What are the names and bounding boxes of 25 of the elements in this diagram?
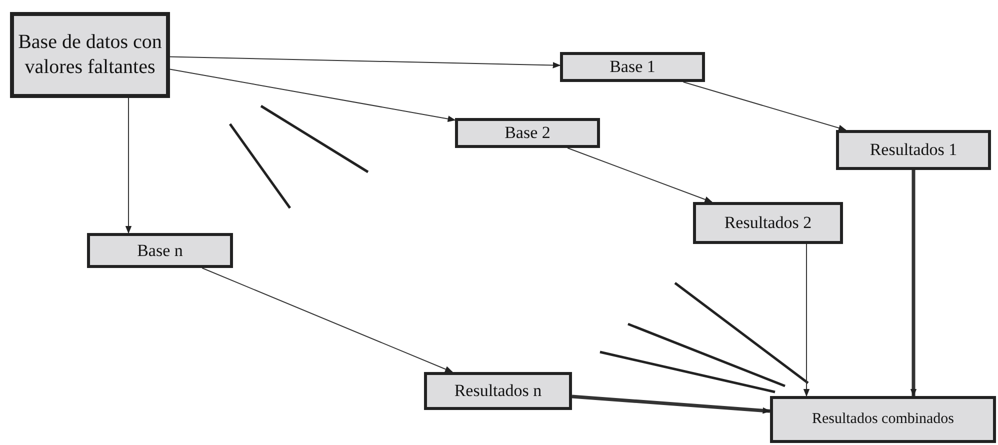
arrow (170, 68, 456, 122)
process-box (10, 12, 170, 98)
arrow (125, 98, 132, 234)
arrow (910, 170, 917, 397)
arrow (202, 268, 454, 372)
process-box (455, 118, 600, 148)
box-label: Resultados combinados (812, 410, 954, 429)
process-box (87, 233, 233, 268)
box-label: Base n (137, 240, 183, 262)
arrow (803, 244, 810, 397)
arrow (567, 148, 713, 202)
box-label: Base 1 (610, 56, 656, 78)
box-label: Base 2 (504, 122, 550, 144)
arrow (170, 56, 561, 68)
process-box (693, 202, 843, 244)
process-box (770, 396, 996, 443)
process-box (836, 130, 991, 170)
process-box (560, 52, 705, 82)
box-label: Resultados 1 (870, 139, 958, 161)
arrow (682, 82, 847, 132)
box-label: Resultados n (454, 380, 542, 402)
box-label: Base de datos con valores faltantes (18, 30, 162, 80)
process-box (424, 372, 572, 410)
box-label: Resultados 2 (724, 212, 812, 234)
arrow (572, 394, 771, 414)
